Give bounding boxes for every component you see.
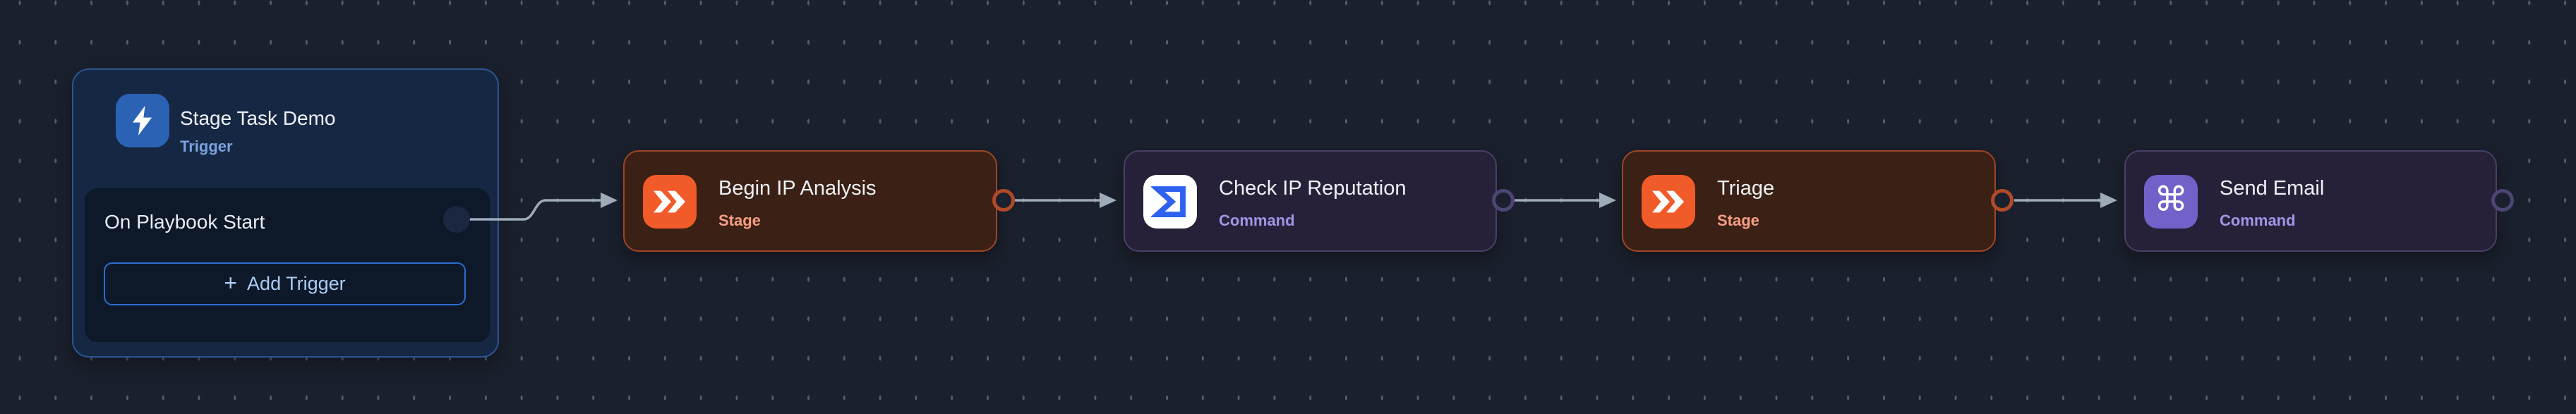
node-send-email[interactable]: ⌘ Send Email Command [2124, 150, 2497, 252]
plus-icon: + [224, 270, 238, 296]
arrowhead-icon [1100, 193, 1117, 208]
node-title: Begin IP Analysis [718, 177, 877, 200]
node-check-ip-reputation[interactable]: Check IP Reputation Command [1124, 150, 1497, 252]
connection-check-ip-to-triage[interactable] [1515, 193, 1616, 208]
command-icon: ⌘ [2144, 175, 2198, 229]
trigger-list-panel: On Playbook Start + Add Trigger [85, 188, 490, 342]
arrowhead-icon [1599, 193, 1616, 208]
node-triage[interactable]: Triage Stage [1622, 150, 1996, 252]
add-trigger-button-label: Add Trigger [247, 273, 346, 294]
lightning-bolt-icon [116, 94, 169, 147]
double-chevron-icon [1642, 175, 1695, 229]
trigger-node-card[interactable]: Stage Task Demo Trigger On Playbook Star… [72, 68, 499, 358]
node-type-label: Command [1219, 212, 1295, 229]
connection-triage-to-send-email[interactable] [2014, 193, 2117, 208]
trigger-item-on-playbook-start[interactable]: On Playbook Start [104, 211, 265, 233]
sigma-icon [1143, 175, 1197, 229]
add-trigger-button[interactable]: + Add Trigger [104, 262, 466, 305]
node-title: Check IP Reputation [1219, 177, 1407, 200]
node-type-label: Stage [718, 212, 761, 229]
trigger-card-title: Stage Task Demo [180, 107, 336, 129]
trigger-card-type-label: Trigger [180, 138, 233, 155]
arrowhead-icon [2100, 193, 2117, 208]
arrowhead-icon [601, 193, 618, 208]
node-title: Send Email [2220, 177, 2325, 200]
node-type-label: Stage [1717, 212, 1759, 229]
double-chevron-icon [643, 175, 697, 229]
node-type-label: Command [2220, 212, 2296, 229]
node-begin-ip-analysis[interactable]: Begin IP Analysis Stage [623, 150, 997, 252]
node-title: Triage [1717, 177, 1775, 200]
connection-begin-ip-to-check-ip[interactable] [1015, 193, 1117, 208]
